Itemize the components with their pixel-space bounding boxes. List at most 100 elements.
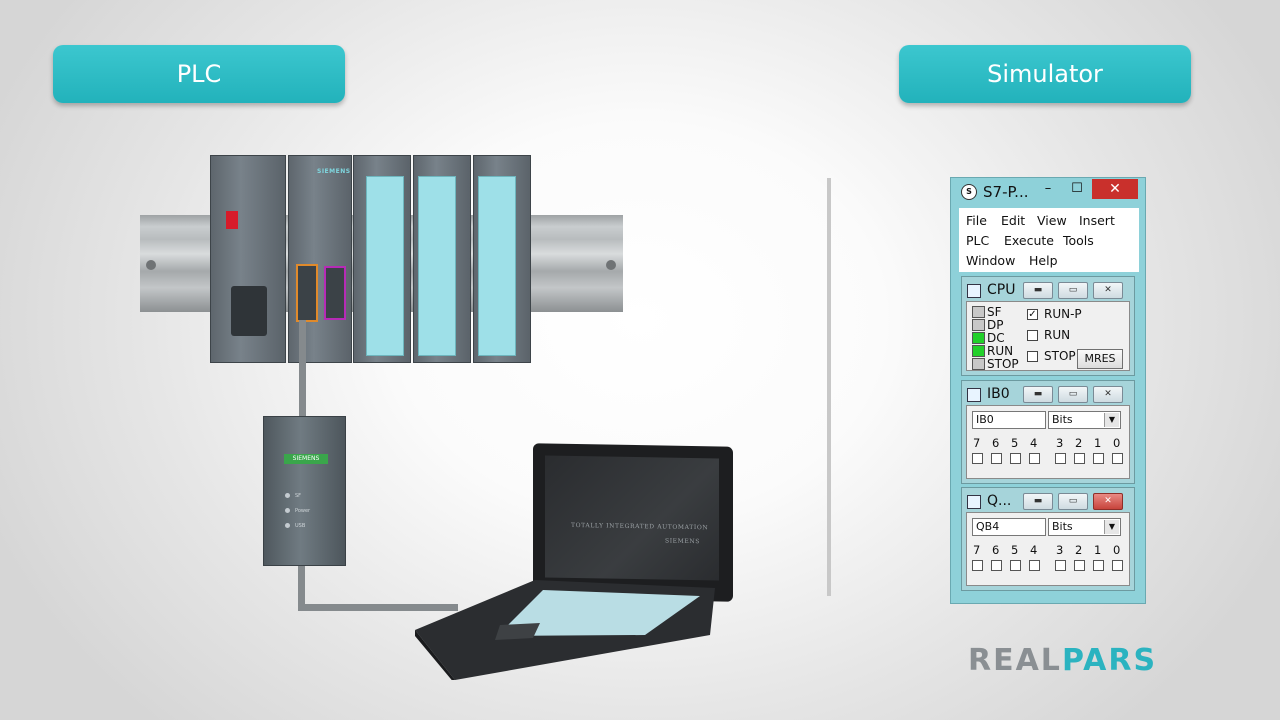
output-format-select[interactable]: Bits ▼ xyxy=(1048,518,1121,536)
dp-led-icon xyxy=(972,319,985,331)
input-bit-5-checkbox[interactable] xyxy=(1010,453,1021,464)
output-format-value: Bits xyxy=(1052,520,1073,533)
output-close-button[interactable]: ✕ xyxy=(1093,493,1123,510)
title-bar[interactable]: S S7-P... – ☐ ✕ xyxy=(951,178,1145,206)
input-bit-6-checkbox[interactable] xyxy=(991,453,1002,464)
output-bit-6-checkbox[interactable] xyxy=(991,560,1002,571)
io-module-2 xyxy=(413,155,471,363)
menu-tools[interactable]: Tools xyxy=(1063,233,1094,248)
menu-plc[interactable]: PLC xyxy=(966,233,990,248)
maximize-button[interactable]: ☐ xyxy=(1071,181,1083,196)
stop-led-icon xyxy=(972,358,985,370)
mpi-cable xyxy=(299,320,306,420)
laptop-keyboard-base xyxy=(415,580,715,680)
simulator-header-label: Simulator xyxy=(899,45,1191,103)
window-title: S7-P... xyxy=(983,183,1029,201)
realpars-logo: REALPARS xyxy=(968,643,1157,678)
cpu-minimize-button[interactable]: ▬ xyxy=(1023,282,1053,299)
input-bit-1-checkbox[interactable] xyxy=(1093,453,1104,464)
run-led-icon xyxy=(972,345,985,357)
input-panel: IB0 Bits▼ 7 6 5 4 3 2 1 0 xyxy=(966,405,1130,479)
output-bit-2-checkbox[interactable] xyxy=(1074,560,1085,571)
input-bit-7-checkbox[interactable] xyxy=(972,453,983,464)
bit-label: 0 xyxy=(1113,436,1121,450)
logo-text-real: REAL xyxy=(968,643,1062,678)
input-maximize-button[interactable]: ▭ xyxy=(1058,386,1088,403)
checkbox-icon[interactable] xyxy=(1027,329,1038,341)
mode-run[interactable]: RUN xyxy=(1027,328,1070,342)
sf-led-icon xyxy=(972,306,985,318)
minimize-button[interactable]: – xyxy=(1044,181,1052,196)
mode-run-p[interactable]: ✓ RUN-P xyxy=(1027,307,1082,321)
menu-edit[interactable]: Edit xyxy=(1001,213,1026,228)
power-supply-module xyxy=(210,155,286,363)
cpu-icon xyxy=(967,284,981,298)
output-bit-7-checkbox[interactable] xyxy=(972,560,983,571)
input-bit-2-checkbox[interactable] xyxy=(1074,453,1085,464)
cpu-subwindow: CPU ▬ ▭ ✕ SF DP DC RUN STOP ✓ RUN-P RUN S… xyxy=(961,276,1135,376)
menu-file[interactable]: File xyxy=(966,213,987,228)
output-subwindow-title: Q... xyxy=(987,493,1012,509)
input-bit-4-checkbox[interactable] xyxy=(1029,453,1040,464)
bit-label: 5 xyxy=(1011,436,1019,450)
led-label: DC xyxy=(987,331,1005,345)
chevron-down-icon[interactable]: ▼ xyxy=(1104,413,1119,427)
output-maximize-button[interactable]: ▭ xyxy=(1058,493,1088,510)
laptop-screen: TOTALLY INTEGRATED AUTOMATION SIEMENS xyxy=(533,443,733,602)
bit-label: 1 xyxy=(1094,436,1102,450)
output-address-field[interactable]: QB4 xyxy=(972,518,1046,536)
input-format-select[interactable]: Bits ▼ xyxy=(1048,411,1121,429)
input-address-field[interactable]: IB0 xyxy=(972,411,1046,429)
bit-label: 2 xyxy=(1075,543,1083,557)
led-label: STOP xyxy=(987,357,1019,371)
output-bit-0-checkbox[interactable] xyxy=(1112,560,1123,571)
input-subwindow-titlebar[interactable]: IB0 ▬ ▭ ✕ xyxy=(965,385,1131,405)
adapter-led-label: USB xyxy=(295,523,306,529)
chevron-down-icon[interactable]: ▼ xyxy=(1104,520,1119,534)
mode-stop[interactable]: STOP xyxy=(1027,349,1076,363)
input-minimize-button[interactable]: ▬ xyxy=(1023,386,1053,403)
led-dp: DP xyxy=(972,318,1003,332)
usb-cable xyxy=(298,566,305,610)
dc-led-icon xyxy=(972,332,985,344)
close-button[interactable]: ✕ xyxy=(1092,179,1138,199)
led-label: RUN xyxy=(987,344,1014,358)
menu-insert[interactable]: Insert xyxy=(1079,213,1115,228)
bit-label: 3 xyxy=(1056,436,1064,450)
cpu-module: SIEMENS xyxy=(288,155,352,363)
bit-label: 7 xyxy=(973,543,981,557)
plc-header-label: PLC xyxy=(53,45,345,103)
cpu-subwindow-titlebar[interactable]: CPU ▬ ▭ ✕ xyxy=(965,281,1131,301)
checkbox-icon[interactable] xyxy=(1027,350,1038,362)
pc-adapter: SIEMENS SF Power USB xyxy=(263,416,346,566)
output-subwindow: Q... ▬ ▭ ✕ QB4 Bits▼ 7 6 5 4 3 2 1 0 xyxy=(961,487,1135,591)
input-subwindow-title: IB0 xyxy=(987,386,1010,402)
laptop-screen-brand: SIEMENS xyxy=(665,537,700,546)
input-bit-0-checkbox[interactable] xyxy=(1112,453,1123,464)
mres-button[interactable]: MRES xyxy=(1077,349,1123,369)
output-bit-4-checkbox[interactable] xyxy=(1029,560,1040,571)
menu-execute[interactable]: Execute xyxy=(1004,233,1054,248)
output-subwindow-titlebar[interactable]: Q... ▬ ▭ ✕ xyxy=(965,492,1131,512)
cpu-maximize-button[interactable]: ▭ xyxy=(1058,282,1088,299)
mode-label: RUN-P xyxy=(1044,307,1082,321)
logo-text-pars: PARS xyxy=(1061,643,1158,678)
input-variable-icon xyxy=(967,388,981,402)
led-sf: SF xyxy=(972,305,1002,319)
output-bit-1-checkbox[interactable] xyxy=(1093,560,1104,571)
output-bit-5-checkbox[interactable] xyxy=(1010,560,1021,571)
input-close-button[interactable]: ✕ xyxy=(1093,386,1123,403)
cpu-close-button[interactable]: ✕ xyxy=(1093,282,1123,299)
checkbox-checked-icon[interactable]: ✓ xyxy=(1027,308,1038,320)
input-format-value: Bits xyxy=(1052,413,1073,426)
input-bit-3-checkbox[interactable] xyxy=(1055,453,1066,464)
mode-label: RUN xyxy=(1044,328,1071,342)
cpu-panel: SF DP DC RUN STOP ✓ RUN-P RUN STOP MRES xyxy=(966,301,1130,371)
bit-label: 0 xyxy=(1113,543,1121,557)
menu-view[interactable]: View xyxy=(1037,213,1067,228)
output-minimize-button[interactable]: ▬ xyxy=(1023,493,1053,510)
menu-window[interactable]: Window xyxy=(966,253,1016,268)
menu-help[interactable]: Help xyxy=(1029,253,1058,268)
output-bit-3-checkbox[interactable] xyxy=(1055,560,1066,571)
mode-label: STOP xyxy=(1044,349,1076,363)
